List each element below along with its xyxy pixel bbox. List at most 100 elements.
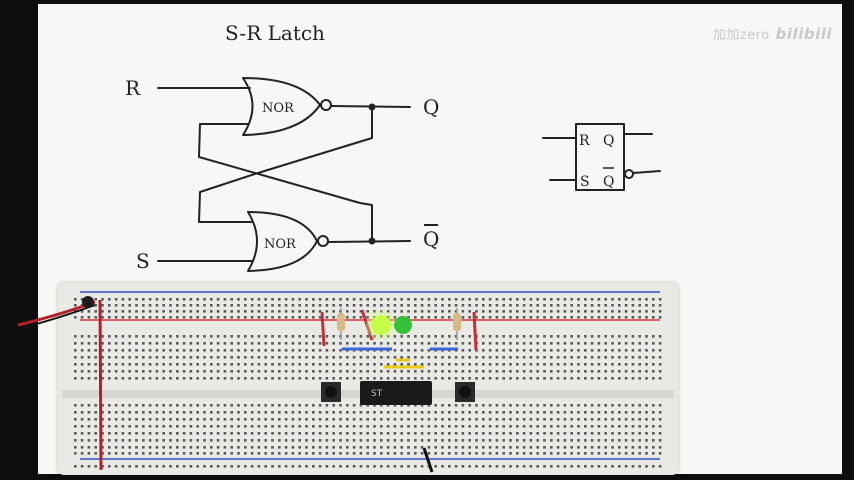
breadboard-hole	[604, 335, 607, 338]
breadboard-hole	[278, 418, 281, 421]
breadboard-hole	[162, 411, 165, 414]
breadboard-hole	[101, 335, 104, 338]
breadboard-hole	[543, 465, 546, 468]
breadboard-hole	[291, 452, 295, 455]
breadboard-hole	[121, 370, 125, 373]
breadboard-hole	[638, 452, 641, 455]
breadboard-hole	[250, 418, 254, 421]
breadboard-hole	[230, 335, 233, 338]
breadboard-hole	[366, 452, 369, 455]
breadboard-hole	[468, 439, 471, 442]
red-jumper-mid	[360, 309, 374, 341]
push-button-s[interactable]	[321, 382, 341, 402]
breadboard-hole	[162, 377, 165, 380]
breadboard-hole	[312, 370, 315, 373]
breadboard-hole	[108, 370, 111, 373]
breadboard-hole	[189, 316, 193, 319]
red-jumper-left	[320, 311, 326, 347]
breadboard-hole	[264, 370, 267, 373]
breadboard-hole	[536, 439, 539, 442]
breadboard-hole	[597, 446, 601, 449]
breadboard-hole	[400, 356, 403, 359]
breadboard-hole	[94, 316, 97, 319]
breadboard-hole	[148, 418, 152, 421]
breadboard-hole	[427, 404, 431, 407]
breadboard-hole	[529, 418, 533, 421]
breadboard-hole	[529, 363, 533, 366]
breadboard-hole	[216, 418, 220, 421]
breadboard-hole	[223, 304, 227, 307]
breadboard-hole	[441, 465, 444, 468]
breadboard-hole	[359, 370, 363, 373]
breadboard-hole	[237, 404, 240, 407]
breadboard-hole	[420, 432, 424, 435]
breadboard-hole	[189, 363, 193, 366]
breadboard-hole	[468, 452, 471, 455]
breadboard-hole	[624, 298, 628, 301]
breadboard-hole	[590, 377, 594, 380]
breadboard-hole	[223, 316, 227, 319]
push-button-r[interactable]	[455, 382, 475, 402]
breadboard-hole	[291, 349, 295, 352]
breadboard-hole	[414, 363, 417, 366]
breadboard-hole	[638, 446, 641, 449]
breadboard-hole	[407, 411, 410, 414]
breadboard-hole	[638, 404, 641, 407]
breadboard-hole	[441, 363, 444, 366]
breadboard-hole	[584, 452, 587, 455]
breadboard-hole	[121, 316, 125, 319]
breadboard-hole	[522, 446, 526, 449]
breadboard-hole	[176, 377, 179, 380]
breadboard-hole	[366, 356, 369, 359]
breadboard-hole	[359, 377, 363, 380]
breadboard-hole	[346, 335, 349, 338]
breadboard-hole	[108, 452, 111, 455]
breadboard-hole	[618, 342, 621, 345]
breadboard-hole	[638, 356, 641, 359]
breadboard-hole	[346, 356, 349, 359]
breadboard-hole	[87, 356, 91, 359]
breadboard-hole	[550, 349, 553, 352]
breadboard-hole	[488, 316, 492, 319]
breadboard-hole	[169, 356, 172, 359]
breadboard-hole	[176, 363, 179, 366]
breadboard-hole	[155, 418, 159, 421]
breadboard-hole	[352, 439, 356, 442]
breadboard-hole	[441, 411, 444, 414]
breadboard-hole	[278, 370, 281, 373]
breadboard-hole	[80, 439, 84, 442]
led-lit	[371, 315, 391, 335]
breadboard-hole	[121, 411, 125, 414]
breadboard-hole	[230, 439, 233, 442]
breadboard-hole	[529, 425, 533, 428]
breadboard-hole	[516, 452, 519, 455]
breadboard-hole	[359, 439, 363, 442]
breadboard-hole	[155, 310, 159, 313]
breadboard-hole	[624, 411, 628, 414]
breadboard-hole	[108, 363, 111, 366]
breadboard-hole	[604, 342, 607, 345]
breadboard-hole	[475, 465, 478, 468]
breadboard-hole	[454, 298, 458, 301]
breadboard-hole	[291, 432, 295, 435]
breadboard-hole	[244, 363, 247, 366]
breadboard-hole	[108, 465, 111, 468]
breadboard-hole	[522, 363, 526, 366]
breadboard-hole	[550, 342, 553, 345]
breadboard-hole	[529, 465, 533, 468]
breadboard-hole	[638, 316, 641, 319]
breadboard-hole	[142, 404, 145, 407]
breadboard-hole	[556, 446, 560, 449]
breadboard-hole	[128, 316, 131, 319]
breadboard-hole	[618, 377, 621, 380]
breadboard-hole	[577, 298, 580, 301]
breadboard-hole	[448, 432, 451, 435]
breadboard-hole	[291, 342, 295, 345]
breadboard-hole	[407, 425, 410, 428]
breadboard-hole	[529, 452, 533, 455]
breadboard-hole	[536, 418, 539, 421]
breadboard-hole	[121, 452, 125, 455]
breadboard-hole	[332, 418, 335, 421]
breadboard-hole	[611, 316, 614, 319]
